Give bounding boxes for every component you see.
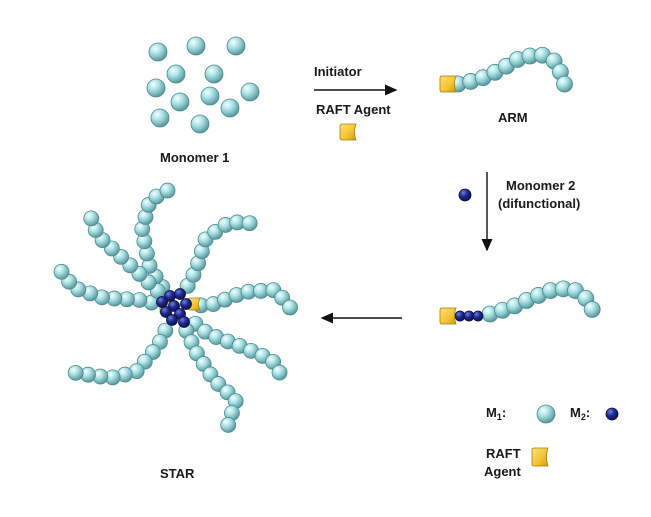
monomer1-ball: [220, 98, 240, 118]
star-core-monomer2-ball: [178, 316, 190, 328]
star-monomer1-ball: [67, 364, 84, 381]
star-core-monomer2-ball: [160, 306, 172, 318]
legend-m2-label: M2:: [570, 405, 591, 422]
legend-m1-label: M1:: [486, 405, 507, 422]
raft-agent-label: RAFT Agent: [316, 102, 391, 117]
legend-m1-subscript: 1: [496, 412, 502, 422]
star-monomer1-ball: [159, 182, 176, 199]
legend-raft-label-line2: Agent: [484, 464, 521, 479]
monomer1-cluster: [146, 36, 260, 134]
monomer1-ball: [204, 64, 224, 84]
monomer2-label-line2: (difunctional): [498, 196, 581, 211]
monomer1-label: Monomer 1: [160, 150, 230, 165]
star-core-monomer2-ball: [166, 314, 178, 326]
arm2-raft-agent: [439, 307, 457, 325]
star-monomer1-ball: [220, 417, 237, 433]
initiator-label: Initiator: [314, 64, 362, 79]
legend-raft-label-line1: RAFT: [486, 446, 521, 461]
monomer1-ball: [240, 82, 260, 102]
arm2-monomer2-ball: [463, 310, 475, 322]
monomer2-dot: [458, 188, 472, 202]
arm2-monomer2-ball: [472, 310, 484, 322]
raft-agent-icon: [339, 123, 357, 141]
monomer1-ball: [148, 42, 168, 62]
star-core-monomer2-ball: [168, 300, 180, 312]
monomer1-ball: [170, 92, 190, 112]
star-label: STAR: [160, 466, 195, 481]
legend-m1-letter: M: [486, 405, 497, 420]
star-monomer1-ball: [241, 215, 258, 232]
monomer1-ball: [200, 86, 220, 106]
legend-m2-subscript: 2: [580, 412, 586, 422]
star-monomer1-ball: [271, 364, 288, 381]
arm2-monomer2-ball: [454, 310, 466, 322]
arm-monomer1-ball: [556, 75, 573, 93]
star-core-monomer2-ball: [174, 288, 186, 300]
star-core-monomer2-ball: [156, 296, 168, 308]
star-monomer1-ball: [83, 210, 100, 227]
monomer1-ball: [146, 78, 166, 98]
star-monomer1-ball: [53, 263, 70, 280]
monomer1-ball: [190, 114, 210, 134]
legend-m1-ball: [536, 404, 556, 424]
arm-with-monomer2-chain: [439, 280, 601, 325]
legend-m1-colon: :: [501, 405, 507, 420]
legend-m2-letter: M: [570, 405, 581, 420]
star-monomer1-ball: [282, 299, 298, 316]
monomer1-ball: [166, 64, 186, 84]
arm-chain: [439, 46, 573, 93]
star-core-monomer2-ball: [180, 298, 192, 310]
legend-m2-colon: :: [585, 405, 591, 420]
legend-shapes: [339, 123, 619, 467]
monomer1-ball: [150, 108, 170, 128]
monomer1-ball: [186, 36, 206, 56]
star-polymer: [53, 182, 298, 433]
arm-raft-agent: [439, 75, 457, 93]
arm2-monomer1-ball: [583, 301, 601, 318]
monomer2-label-line1: Monomer 2: [506, 178, 576, 193]
legend-m2-ball: [605, 407, 619, 421]
monomer1-ball: [226, 36, 246, 56]
legend-raft-agent: [531, 447, 549, 467]
arm-label: ARM: [498, 110, 528, 125]
